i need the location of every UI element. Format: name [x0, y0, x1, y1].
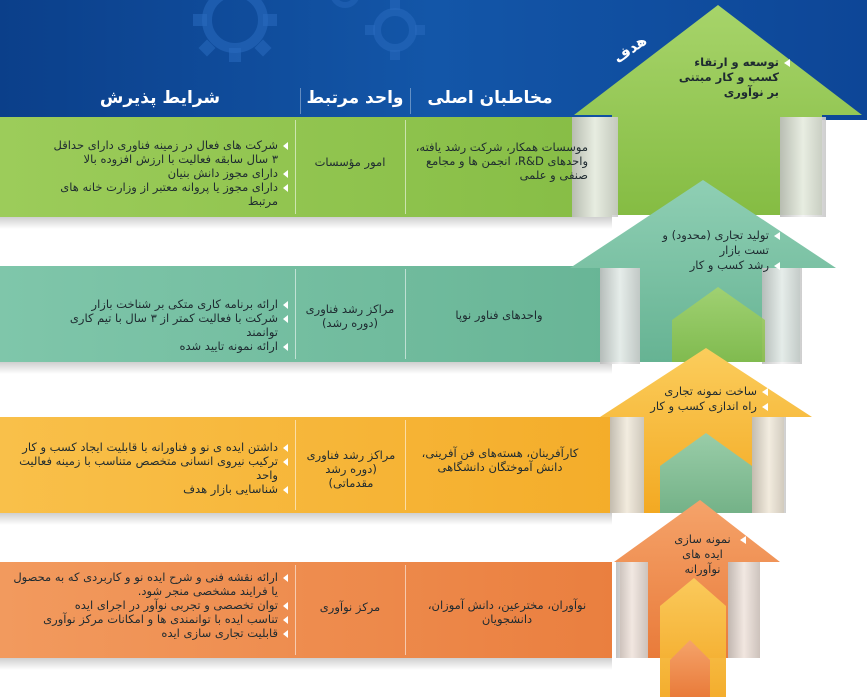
condition-item: شرکت با فعالیت کمتر از ۳ سال با تیم کاری…	[50, 311, 288, 339]
row-audience: واحدهای فناور نوپا	[455, 308, 543, 322]
column-divider	[405, 120, 406, 214]
arrow-frame	[616, 562, 648, 658]
stage-item: تولید تجاری (محدود) و تست بازار	[640, 228, 780, 258]
goal-item: توسعه و ارتقاء کسب و کار مبتنی بر نوآوری	[670, 55, 790, 100]
stage-item: ساخت نمونه تجاری	[648, 384, 768, 399]
condition-item: شناسایی بازار هدف	[10, 482, 288, 496]
condition-item: ترکیب نیروی انسانی متخصص متناسب با زمینه…	[10, 454, 288, 482]
arrow-stem	[672, 287, 765, 362]
condition-item: ارائه نمونه تایید شده	[50, 339, 288, 353]
band-shadow	[0, 513, 612, 525]
condition-item: توان تخصصی و تجربی نوآور در اجرای ایده	[8, 598, 288, 612]
band-shadow	[0, 217, 612, 229]
condition-item: ارائه نقشه فنی و شرح ایده نو و کاربردی ک…	[8, 570, 288, 598]
band-shadow	[0, 658, 612, 670]
condition-item: ارائه برنامه کاری متکی بر شناخت بازار	[50, 297, 288, 311]
stage-item: نمونه سازی ایده های نوآورانه	[670, 532, 746, 577]
arrow-frame	[610, 417, 644, 513]
column-divider	[405, 269, 406, 359]
row-unit: مرکز نوآوری	[319, 600, 381, 614]
header-conditions: شرایط پذیرش	[99, 88, 221, 108]
row-unit: امور مؤسسات	[314, 155, 386, 169]
arrow-frame	[752, 417, 786, 513]
row-audience: موسسات همکار، شرکت رشد یافته، واحدهای R&…	[415, 140, 588, 182]
column-divider	[405, 565, 406, 655]
arrow-stem	[670, 640, 710, 697]
condition-item: دارای مجوز دانش بنیان	[50, 166, 288, 180]
row-unit: مراکز رشد فناوری (دوره رشد مقدماتی)	[306, 448, 396, 490]
column-divider	[295, 420, 296, 510]
header-unit: واحد مرتبط	[306, 88, 404, 108]
stage-item: راه اندازی کسب و کار	[648, 399, 768, 414]
row-conditions: ارائه برنامه کاری متکی بر شناخت بازار شر…	[50, 297, 290, 353]
header-divider	[410, 88, 411, 114]
condition-item: تناسب ایده با توانمندی ها و امکانات مرکز…	[8, 612, 288, 626]
row-band-orange	[0, 562, 612, 658]
column-divider	[295, 269, 296, 359]
row-unit: مراکز رشد فناوری (دوره رشد)	[305, 302, 395, 330]
row-conditions: داشتن ایده ی نو و فناورانه با قابلیت ایج…	[10, 440, 290, 496]
row-conditions: شرکت های فعال در زمینه فناوری دارای حداق…	[50, 138, 290, 208]
header-audience: مخاطبان اصلی	[427, 88, 553, 108]
arrow-frame	[572, 117, 618, 217]
gear-icon	[331, 0, 359, 8]
condition-item: قابلیت تجاری سازی ایده	[8, 626, 288, 640]
stage-label-orange: نمونه سازی ایده های نوآورانه	[670, 532, 746, 577]
row-audience: کارآفرینان، هسته‌های فن آفرینی، دانش آمو…	[421, 446, 579, 474]
condition-item: شرکت های فعال در زمینه فناوری دارای حداق…	[50, 138, 288, 166]
arrow-frame	[600, 268, 640, 364]
arrow-stem	[660, 433, 752, 513]
gear-icon	[365, 0, 425, 60]
stage-label-teal: تولید تجاری (محدود) و تست بازار رشد کسب …	[640, 228, 780, 273]
condition-item: داشتن ایده ی نو و فناورانه با قابلیت ایج…	[10, 440, 288, 454]
arrow-frame	[728, 562, 760, 658]
condition-item: دارای مجوز یا پروانه معتبر از وزارت خانه…	[50, 180, 288, 208]
row-audience: نوآوران، مخترعین، دانش آموزان، دانشجویان	[427, 598, 587, 626]
stage-item: رشد کسب و کار	[640, 258, 780, 273]
column-divider	[295, 565, 296, 655]
row-conditions: ارائه نقشه فنی و شرح ایده نو و کاربردی ک…	[8, 570, 290, 640]
row-band-green	[0, 117, 612, 217]
row-band-yellow	[0, 417, 612, 513]
header-divider	[300, 88, 301, 114]
stage-label-yellow: ساخت نمونه تجاری راه اندازی کسب و کار	[648, 384, 768, 414]
goal-items: توسعه و ارتقاء کسب و کار مبتنی بر نوآوری	[670, 55, 790, 100]
row-band-teal	[0, 266, 612, 362]
arrow-frame	[762, 268, 802, 364]
column-divider	[405, 420, 406, 510]
arrow-frame	[780, 117, 826, 217]
column-divider	[295, 120, 296, 214]
band-shadow	[0, 362, 612, 374]
gear-icon	[193, 0, 277, 62]
